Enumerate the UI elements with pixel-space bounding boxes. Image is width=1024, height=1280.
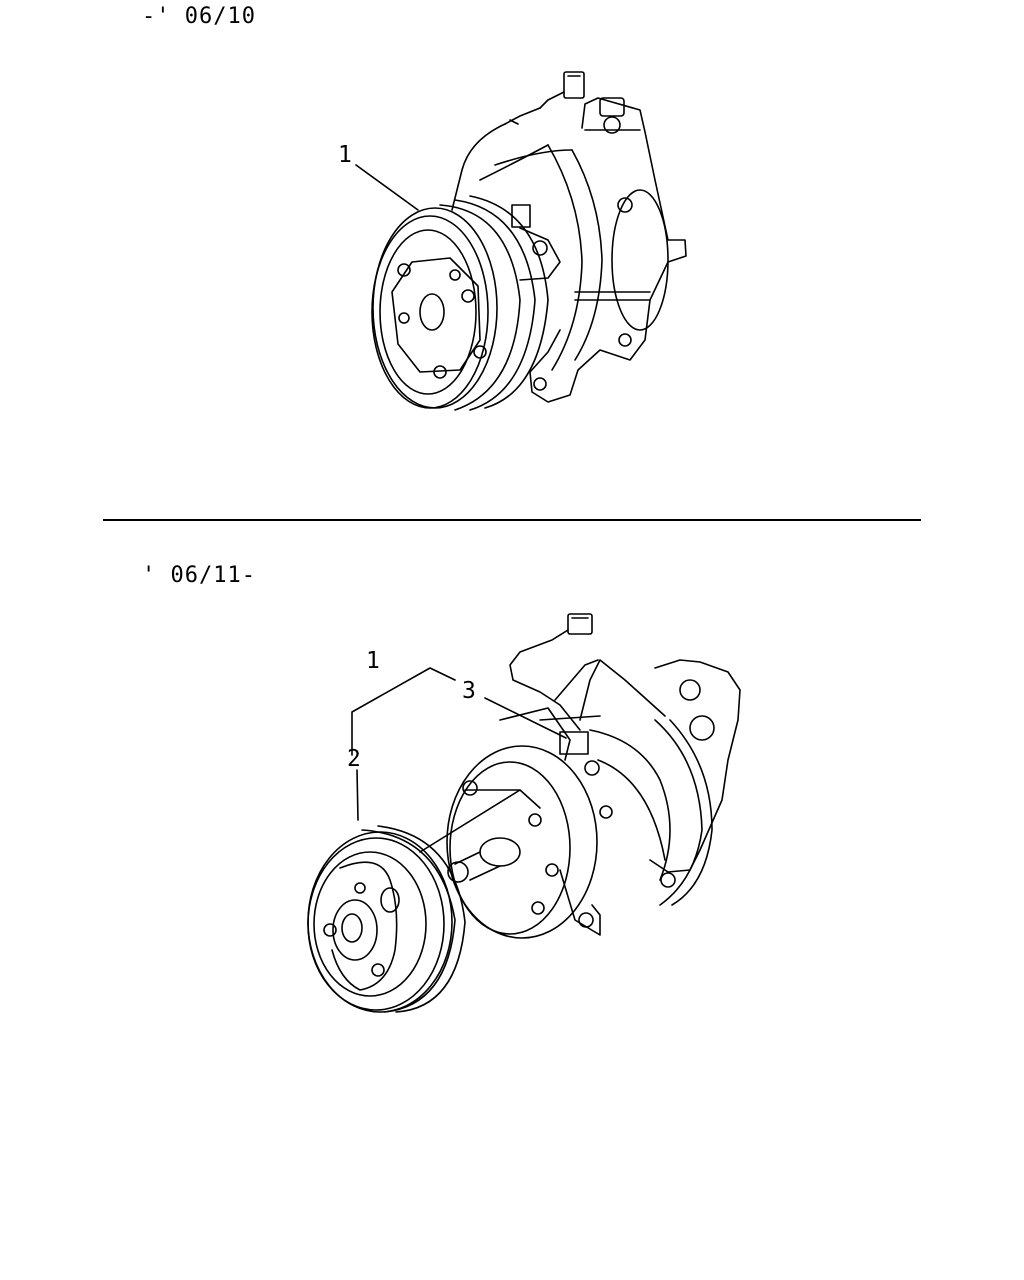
callout-2-bottom: 2: [347, 746, 361, 772]
wire-connector-top: [564, 72, 584, 98]
port-cap-top: [600, 98, 624, 116]
clutch-plate-bottom: [332, 862, 397, 990]
callout-1-top: 1: [338, 142, 352, 168]
section-divider: [103, 519, 921, 521]
leader-line-1-top: [356, 165, 418, 210]
date-range-label-top: -' 06/10: [142, 4, 256, 29]
wire-connector-bottom: [568, 614, 592, 634]
clutch-plate-top: [392, 258, 480, 372]
clutch-housing-bottom: [447, 746, 597, 938]
leader-line-3-bottom: [485, 698, 566, 738]
rear-mount-bottom: [650, 660, 740, 872]
callout-1-bottom: 1: [366, 648, 380, 674]
leader-line-2-bottom: [357, 770, 358, 820]
leader-line-1-bottom: [352, 668, 455, 755]
date-range-label-bottom: ' 06/11-: [142, 563, 256, 588]
callout-3-bottom: 3: [462, 678, 476, 704]
pulley-rim-bottom: [308, 832, 452, 1012]
